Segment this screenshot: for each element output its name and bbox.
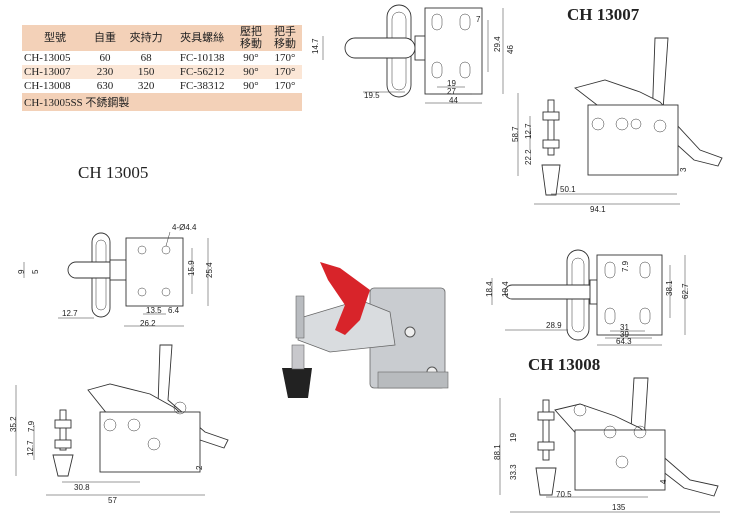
- header-handle-travel: 把手 移動: [273, 26, 296, 50]
- dim-ch13007-side-v1: 3: [679, 167, 688, 172]
- dim-ch13007-w1: 19.5: [364, 91, 380, 100]
- dim-ch13008-w3: 39: [620, 330, 629, 339]
- table-note-row: CH-13005SS 不銹鋼製: [22, 93, 302, 111]
- cell: 90°: [243, 80, 259, 92]
- dim-ch13007-side-w1: 50.1: [560, 185, 576, 194]
- cell: 170°: [274, 52, 296, 64]
- dim-ch13008-side-h2: 19: [509, 433, 518, 442]
- dim-ch13005-side-h3: 7.9: [27, 420, 36, 432]
- dim-ch13007-w3: 27: [447, 87, 456, 96]
- cell: 68: [140, 52, 152, 64]
- dim-ch13007-side-h3: 22.2: [524, 149, 533, 165]
- cell: CH-13007: [24, 66, 71, 78]
- clamp-photo: [282, 262, 449, 398]
- dim-ch13005-side-h1: 35.2: [9, 416, 18, 432]
- header-spindle: 夾具螺絲: [180, 32, 225, 44]
- table-note: CH-13005SS 不銹鋼製: [24, 97, 130, 109]
- dim-ch13005-w1: 13.5: [146, 306, 162, 315]
- ch13007-top-view: 14.7 19.5 29.4 46 7 19 27 44: [311, 4, 515, 105]
- dim-ch13005-w2: 6.4: [168, 306, 180, 315]
- cell: FC-10138: [179, 52, 225, 64]
- header-bar-travel: 壓把 移動: [239, 26, 262, 50]
- dim-ch13007-v1: 29.4: [493, 36, 502, 52]
- dim-ch13005-side-h2: 12.7: [26, 440, 35, 456]
- dim-ch13008-h1: 18.4: [485, 281, 494, 297]
- dim-ch13007-side-h1: 58.7: [511, 126, 520, 142]
- dim-ch13008-v1: 7.9: [621, 260, 630, 272]
- cell: 630: [96, 80, 114, 92]
- cell: 60: [99, 52, 111, 64]
- header-model: 型號: [43, 32, 66, 44]
- ch13005-top-view: 4-Ø4.4 9 5 12.7 13.5 6.4 26.2 15.9 25.4: [17, 223, 214, 328]
- ch13008-top-view: 18.4 10.4 28.9 7.9 38.1 62.7 31 39 64.3: [485, 249, 690, 346]
- ch13007-side-view: 58.7 12.7 22.2 50.1 94.1 3: [511, 37, 723, 214]
- cell: 320: [137, 80, 155, 92]
- dim-ch13008-w4: 64.3: [616, 337, 632, 346]
- dim-ch13008-w2: 31: [620, 323, 629, 332]
- dim-ch13007-v2: 46: [506, 45, 515, 54]
- dim-ch13005-w3: 26.2: [140, 319, 156, 328]
- table-row: CH-13007 230 150 FC-56212 90° 170°: [22, 65, 302, 79]
- dim-ch13008-side-v1: 4: [659, 479, 668, 484]
- dim-ch13008-v3: 62.7: [681, 283, 690, 299]
- dim-ch13005-side-w1: 30.8: [74, 483, 90, 492]
- dim-ch13008-side-h3: 33.3: [509, 464, 518, 480]
- dim-ch13007-h1: 14.7: [311, 38, 320, 54]
- cell: 90°: [243, 66, 259, 78]
- table-header-row: 型號 自重 夾持力 夾具螺絲 壓把 移動 把手 移動: [22, 25, 302, 51]
- label-ch13005: CH 13005: [78, 163, 149, 182]
- dim-ch13005-side-w2: 57: [108, 496, 117, 505]
- table-row: CH-13008 630 320 FC-38312 90° 170°: [22, 79, 302, 93]
- cell: 230: [96, 66, 114, 78]
- cell: CH-13008: [24, 80, 71, 92]
- dim-ch13005-v1: 15.9: [187, 260, 196, 276]
- dim-ch13008-v2: 38.1: [665, 280, 674, 296]
- ch13005-side-view: 35.2 12.7 7.9 30.8 57 2: [9, 344, 229, 505]
- dim-ch13005-h2: 5: [31, 269, 40, 274]
- cell: 150: [137, 66, 155, 78]
- dim-ch13005-w4: 12.7: [62, 309, 78, 318]
- dim-ch13007-side-h2: 12.7: [524, 123, 533, 139]
- dim-ch13007-side-w2: 94.1: [590, 205, 606, 214]
- cell: 170°: [274, 80, 296, 92]
- dim-ch13007-w4: 44: [449, 96, 458, 105]
- cell: FC-38312: [179, 80, 225, 92]
- spec-table: 型號 自重 夾持力 夾具螺絲 壓把 移動 把手 移動 CH-13005 60 6…: [22, 25, 302, 111]
- dim-ch13005-side-v1: 2: [195, 465, 204, 470]
- dim-ch13008-h2: 10.4: [501, 281, 510, 297]
- label-ch13007: CH 13007: [567, 5, 640, 24]
- ch13008-side-view: 88.1 19 33.3 70.5 135 4: [493, 377, 720, 513]
- cell: 90°: [243, 52, 259, 64]
- header-clamp-force: 夾持力: [129, 32, 163, 44]
- header-weight: 自重: [93, 32, 116, 44]
- dim-ch13008-w1: 28.9: [546, 321, 562, 330]
- dim-ch13007-w2: 19: [447, 79, 456, 88]
- dim-ch13007-v3: 7: [476, 15, 481, 24]
- dim-ch13008-side-h1: 88.1: [493, 444, 502, 460]
- dim-ch13005-h1: 9: [17, 269, 26, 274]
- dim-ch13008-side-w2: 135: [612, 503, 626, 512]
- dim-ch13005-v2: 25.4: [205, 262, 214, 278]
- cell: 170°: [274, 66, 296, 78]
- dim-ch13008-side-w1: 70.5: [556, 490, 572, 499]
- dim-ch13005-hole: 4-Ø4.4: [172, 223, 197, 232]
- cell: CH-13005: [24, 52, 71, 64]
- label-ch13008: CH 13008: [528, 355, 601, 374]
- cell: FC-56212: [179, 66, 225, 78]
- table-row: CH-13005 60 68 FC-10138 90° 170°: [22, 51, 302, 65]
